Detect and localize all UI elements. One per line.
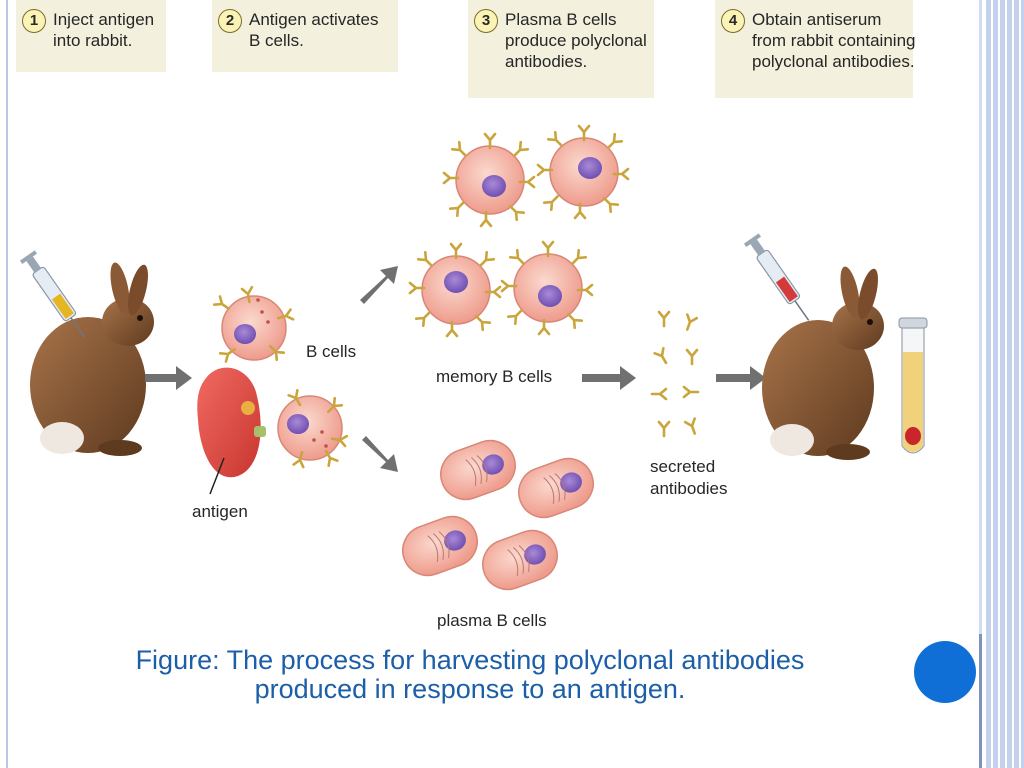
plasma-b-cell: [440, 439, 516, 501]
step-3-box: 3 Plasma B cells produce polyclonal anti…: [468, 0, 654, 98]
step-text-line: polyclonal antibodies.: [752, 52, 915, 71]
step-number-badge: 1: [22, 9, 46, 33]
right-border-inner-line: [979, 0, 982, 768]
memory-b-cell: [408, 242, 502, 338]
antigen: [197, 367, 266, 495]
syringe-right: [743, 233, 810, 321]
label-b-cells: B cells: [306, 342, 357, 361]
arrow-right-icon: [145, 366, 192, 390]
step-text: Antigen activates B cells.: [249, 9, 378, 51]
step-text-line: antibodies.: [505, 52, 588, 71]
secreted-antibodies: [650, 310, 701, 438]
arrow-right-icon: [582, 366, 636, 390]
arrow-right-icon: [716, 366, 766, 390]
decorative-vertical-bar: [979, 634, 982, 768]
label-antigen: antigen: [192, 502, 248, 521]
step-1-box: 1 Inject antigen into rabbit.: [16, 0, 166, 72]
rabbit-left: [30, 262, 154, 456]
step-text-line: produce polyclonal: [505, 31, 647, 50]
right-decorative-border: [986, 0, 1024, 768]
test-tube-antiserum: [898, 317, 928, 454]
step-text-line: B cells.: [249, 31, 304, 50]
label-memory-b-cells: memory B cells: [436, 367, 553, 386]
arrow-up-right-icon: [360, 266, 398, 304]
step-text-line: Inject antigen: [53, 10, 155, 29]
label-line: secreted: [650, 457, 716, 476]
plasma-b-cell: [402, 515, 478, 577]
arrow-down-right-icon: [362, 436, 398, 472]
memory-b-cell: [500, 240, 594, 336]
decorative-circle: [914, 641, 976, 703]
step-number-badge: 4: [721, 9, 745, 33]
step-number-badge: 2: [218, 9, 242, 33]
step-text-line: from rabbit containing: [752, 31, 916, 50]
b-cell: [212, 285, 295, 363]
plasma-b-cell: [482, 529, 558, 591]
label-line: antibodies: [650, 479, 728, 498]
plasma-b-cell: [518, 457, 594, 519]
caption-line: Figure: The process for harvesting polyc…: [135, 645, 805, 675]
rabbit-right: [762, 266, 884, 460]
memory-b-cell: [536, 124, 630, 220]
step-text-line: Obtain antiserum: [752, 10, 882, 29]
flow-arrows: [145, 266, 766, 472]
b-cell: [277, 389, 349, 469]
step-text-line: Plasma B cells: [505, 10, 617, 29]
step-2-box: 2 Antigen activates B cells.: [212, 0, 398, 72]
caption-line: produced in response to an antigen.: [254, 674, 686, 704]
step-text: Plasma B cells produce polyclonal antibo…: [505, 9, 647, 72]
left-border-rule: [6, 0, 8, 768]
step-text: Inject antigen into rabbit.: [53, 9, 154, 51]
figure-caption: Figure: The process for harvesting polyc…: [80, 646, 860, 704]
memory-b-cell: [442, 132, 536, 228]
step-text-line: into rabbit.: [53, 31, 133, 50]
step-text: Obtain antiserum from rabbit containing …: [752, 9, 915, 72]
plasma-b-cell-group: [402, 439, 594, 591]
step-text-line: Antigen activates: [249, 10, 379, 29]
syringe-left: [19, 250, 86, 338]
label-plasma-b-cells: plasma B cells: [437, 611, 547, 630]
step-4-box: 4 Obtain antiserum from rabbit containin…: [715, 0, 915, 98]
label-secreted-antibodies: secreted antibodies: [650, 456, 728, 500]
step-number-badge: 3: [474, 9, 498, 33]
memory-b-cell-group: [408, 124, 630, 338]
